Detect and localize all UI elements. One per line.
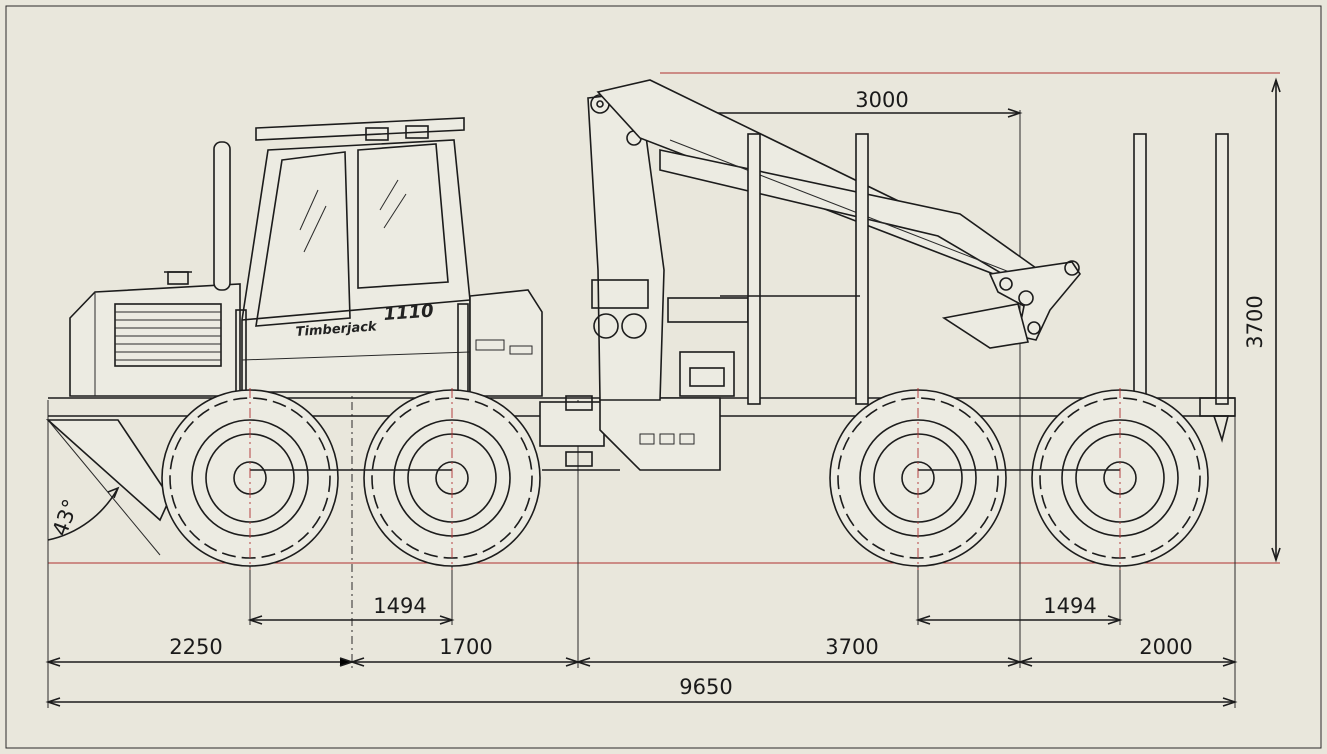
wheels (161, 388, 1209, 570)
bunk-stake-1 (747, 133, 761, 405)
label-joint-to-rear: 3700 (825, 635, 878, 659)
cab-side-window (357, 143, 449, 289)
grapple-jaw (941, 303, 1029, 349)
articulation-joint (539, 395, 620, 471)
air-intake (167, 271, 189, 285)
bunk-stake-2 (855, 133, 869, 405)
sheet-frame (5, 5, 1322, 749)
label-rear-bogie: 1494 (1043, 594, 1096, 618)
brand-label: Timberjack (295, 319, 378, 340)
cab-roof (255, 117, 465, 141)
cab-body (241, 139, 471, 393)
label-rear-overhang: 2000 (1139, 635, 1192, 659)
dimension-lines (45, 72, 1281, 708)
label-approach-angle: 43° (48, 496, 83, 539)
model-label: 1110 (383, 301, 434, 325)
dimension-labels: 3000 3700 1494 1494 2250 1700 3700 2000 … (48, 88, 1267, 699)
engine-grille (114, 303, 222, 367)
label-front-overhang: 2250 (169, 635, 222, 659)
cab-front-window (255, 151, 351, 327)
bunk-stake-4 (1215, 133, 1229, 405)
label-overall-length: 9650 (679, 675, 732, 699)
rotator (679, 351, 735, 397)
label-overall-height: 3700 (1243, 295, 1267, 348)
grapple-head (988, 261, 1081, 341)
label-boom-reach: 3000 (855, 88, 908, 112)
rear-tank (469, 289, 543, 397)
label-front-to-joint: 1700 (439, 635, 492, 659)
exhaust-pipe (213, 141, 231, 291)
rear-unit (587, 79, 1236, 471)
bunk-stake-3 (1133, 133, 1147, 405)
label-front-bogie: 1494 (373, 594, 426, 618)
